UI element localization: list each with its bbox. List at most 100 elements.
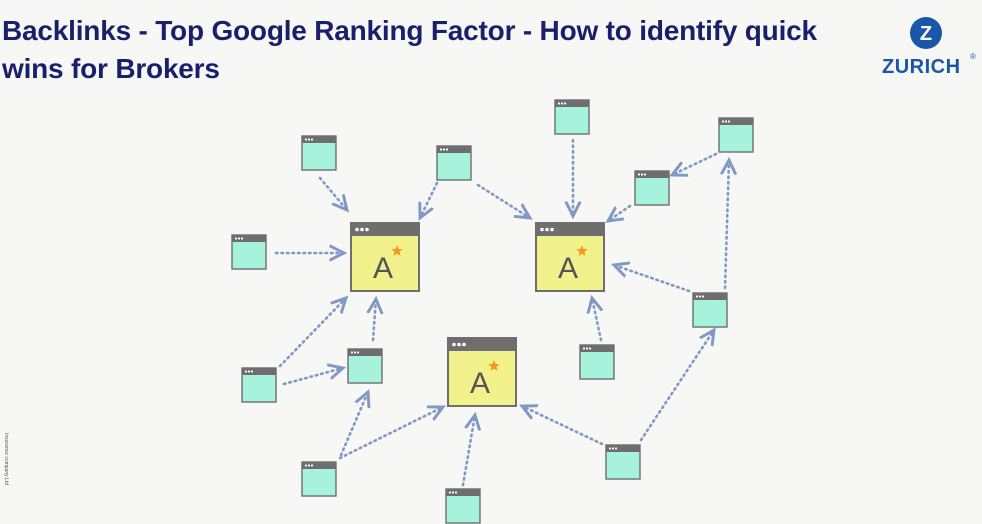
window-dot bbox=[448, 491, 452, 494]
linking-site-window bbox=[445, 488, 481, 524]
window-dot bbox=[442, 148, 446, 151]
window-title-bar bbox=[606, 445, 640, 452]
linking-site-window bbox=[241, 367, 277, 403]
window-dot bbox=[643, 173, 647, 176]
window-dot bbox=[454, 491, 458, 494]
link-arrow bbox=[373, 299, 376, 342]
link-arrow bbox=[476, 183, 530, 218]
window-dot bbox=[462, 342, 466, 347]
window-dot bbox=[365, 227, 369, 232]
linking-site-window bbox=[436, 145, 472, 181]
window-dot bbox=[234, 237, 238, 240]
window-dot bbox=[695, 295, 699, 298]
link-arrow bbox=[282, 368, 343, 386]
window-dot bbox=[240, 237, 244, 240]
linking-site-window bbox=[605, 444, 641, 480]
slide-title: Backlinks - Top Google Ranking Factor - … bbox=[2, 15, 817, 84]
window-title-bar bbox=[536, 223, 604, 236]
linking-site-window bbox=[692, 292, 728, 328]
window-dot bbox=[310, 138, 314, 141]
window-dot bbox=[563, 102, 567, 105]
link-arrow bbox=[639, 330, 714, 442]
window-title-bar bbox=[580, 345, 614, 352]
rank-letter: A bbox=[470, 367, 490, 400]
window-dot bbox=[237, 237, 241, 240]
window-title-bar bbox=[719, 118, 753, 125]
window-dot bbox=[611, 447, 615, 450]
linking-site-window bbox=[579, 344, 615, 380]
link-arrow bbox=[725, 160, 729, 290]
window-title-bar bbox=[351, 223, 419, 236]
window-title-bar bbox=[302, 136, 336, 143]
ranked-site-window: A bbox=[535, 222, 605, 292]
linking-site-window bbox=[301, 461, 337, 497]
ranked-site-window: A bbox=[350, 222, 420, 292]
window-title-bar bbox=[232, 235, 266, 242]
window-title-bar bbox=[446, 489, 480, 496]
window-dot bbox=[310, 464, 314, 467]
rank-letter: A bbox=[558, 252, 578, 285]
window-dot bbox=[307, 464, 311, 467]
logo-wordmark: ZURICH bbox=[882, 56, 961, 78]
window-dot bbox=[353, 351, 357, 354]
linking-site-window bbox=[718, 117, 754, 153]
window-dot bbox=[247, 370, 251, 373]
window-dot bbox=[545, 227, 549, 232]
linking-site-window bbox=[554, 99, 590, 135]
zurich-logo-icon: Z bbox=[910, 17, 942, 49]
logo-mark-letter: Z bbox=[920, 23, 932, 45]
window-dot bbox=[727, 120, 731, 123]
linking-site-window bbox=[347, 348, 383, 384]
registered-mark: ® bbox=[970, 52, 976, 61]
link-arrow bbox=[608, 204, 632, 221]
star-icon bbox=[576, 245, 588, 256]
link-arrow bbox=[672, 152, 718, 175]
link-arrow bbox=[461, 415, 475, 487]
link-arrow bbox=[278, 298, 346, 368]
window-title-bar bbox=[242, 368, 276, 375]
window-dot bbox=[614, 447, 618, 450]
window-dot bbox=[307, 138, 311, 141]
window-dot bbox=[608, 447, 612, 450]
window-dot bbox=[560, 102, 564, 105]
link-arrow bbox=[420, 181, 439, 218]
linking-site-window bbox=[231, 234, 267, 270]
window-dot bbox=[250, 370, 254, 373]
window-dot bbox=[721, 120, 725, 123]
window-title-bar bbox=[693, 293, 727, 300]
ranked-site-window: A bbox=[447, 337, 517, 407]
link-arrow bbox=[318, 176, 347, 210]
window-dot bbox=[457, 342, 461, 347]
window-dot bbox=[451, 491, 455, 494]
star-icon bbox=[488, 360, 500, 371]
window-title-bar bbox=[635, 171, 669, 178]
window-dot bbox=[304, 138, 308, 141]
window-dot bbox=[724, 120, 728, 123]
window-title-bar bbox=[302, 462, 336, 469]
link-arrow bbox=[339, 392, 368, 457]
window-dot bbox=[550, 227, 554, 232]
window-title-bar bbox=[437, 146, 471, 153]
window-dot bbox=[356, 351, 360, 354]
window-dot bbox=[452, 342, 456, 347]
zurich-logo: Z ZURICH ® bbox=[878, 14, 978, 84]
window-dot bbox=[350, 351, 354, 354]
window-dot bbox=[582, 347, 586, 350]
window-dot bbox=[244, 370, 248, 373]
window-dot bbox=[637, 173, 641, 176]
rank-letter: A bbox=[373, 252, 393, 285]
linking-site-window bbox=[301, 135, 337, 171]
window-dot bbox=[557, 102, 561, 105]
link-arrow bbox=[592, 298, 601, 342]
window-title-bar bbox=[448, 338, 516, 351]
window-dot bbox=[701, 295, 705, 298]
site-nodes: A A A bbox=[231, 99, 754, 524]
window-dot bbox=[439, 148, 443, 151]
window-dot bbox=[698, 295, 702, 298]
window-dot bbox=[540, 227, 544, 232]
linking-site-window bbox=[634, 170, 670, 206]
window-dot bbox=[585, 347, 589, 350]
link-arrow bbox=[338, 407, 443, 460]
window-title-bar bbox=[348, 349, 382, 356]
